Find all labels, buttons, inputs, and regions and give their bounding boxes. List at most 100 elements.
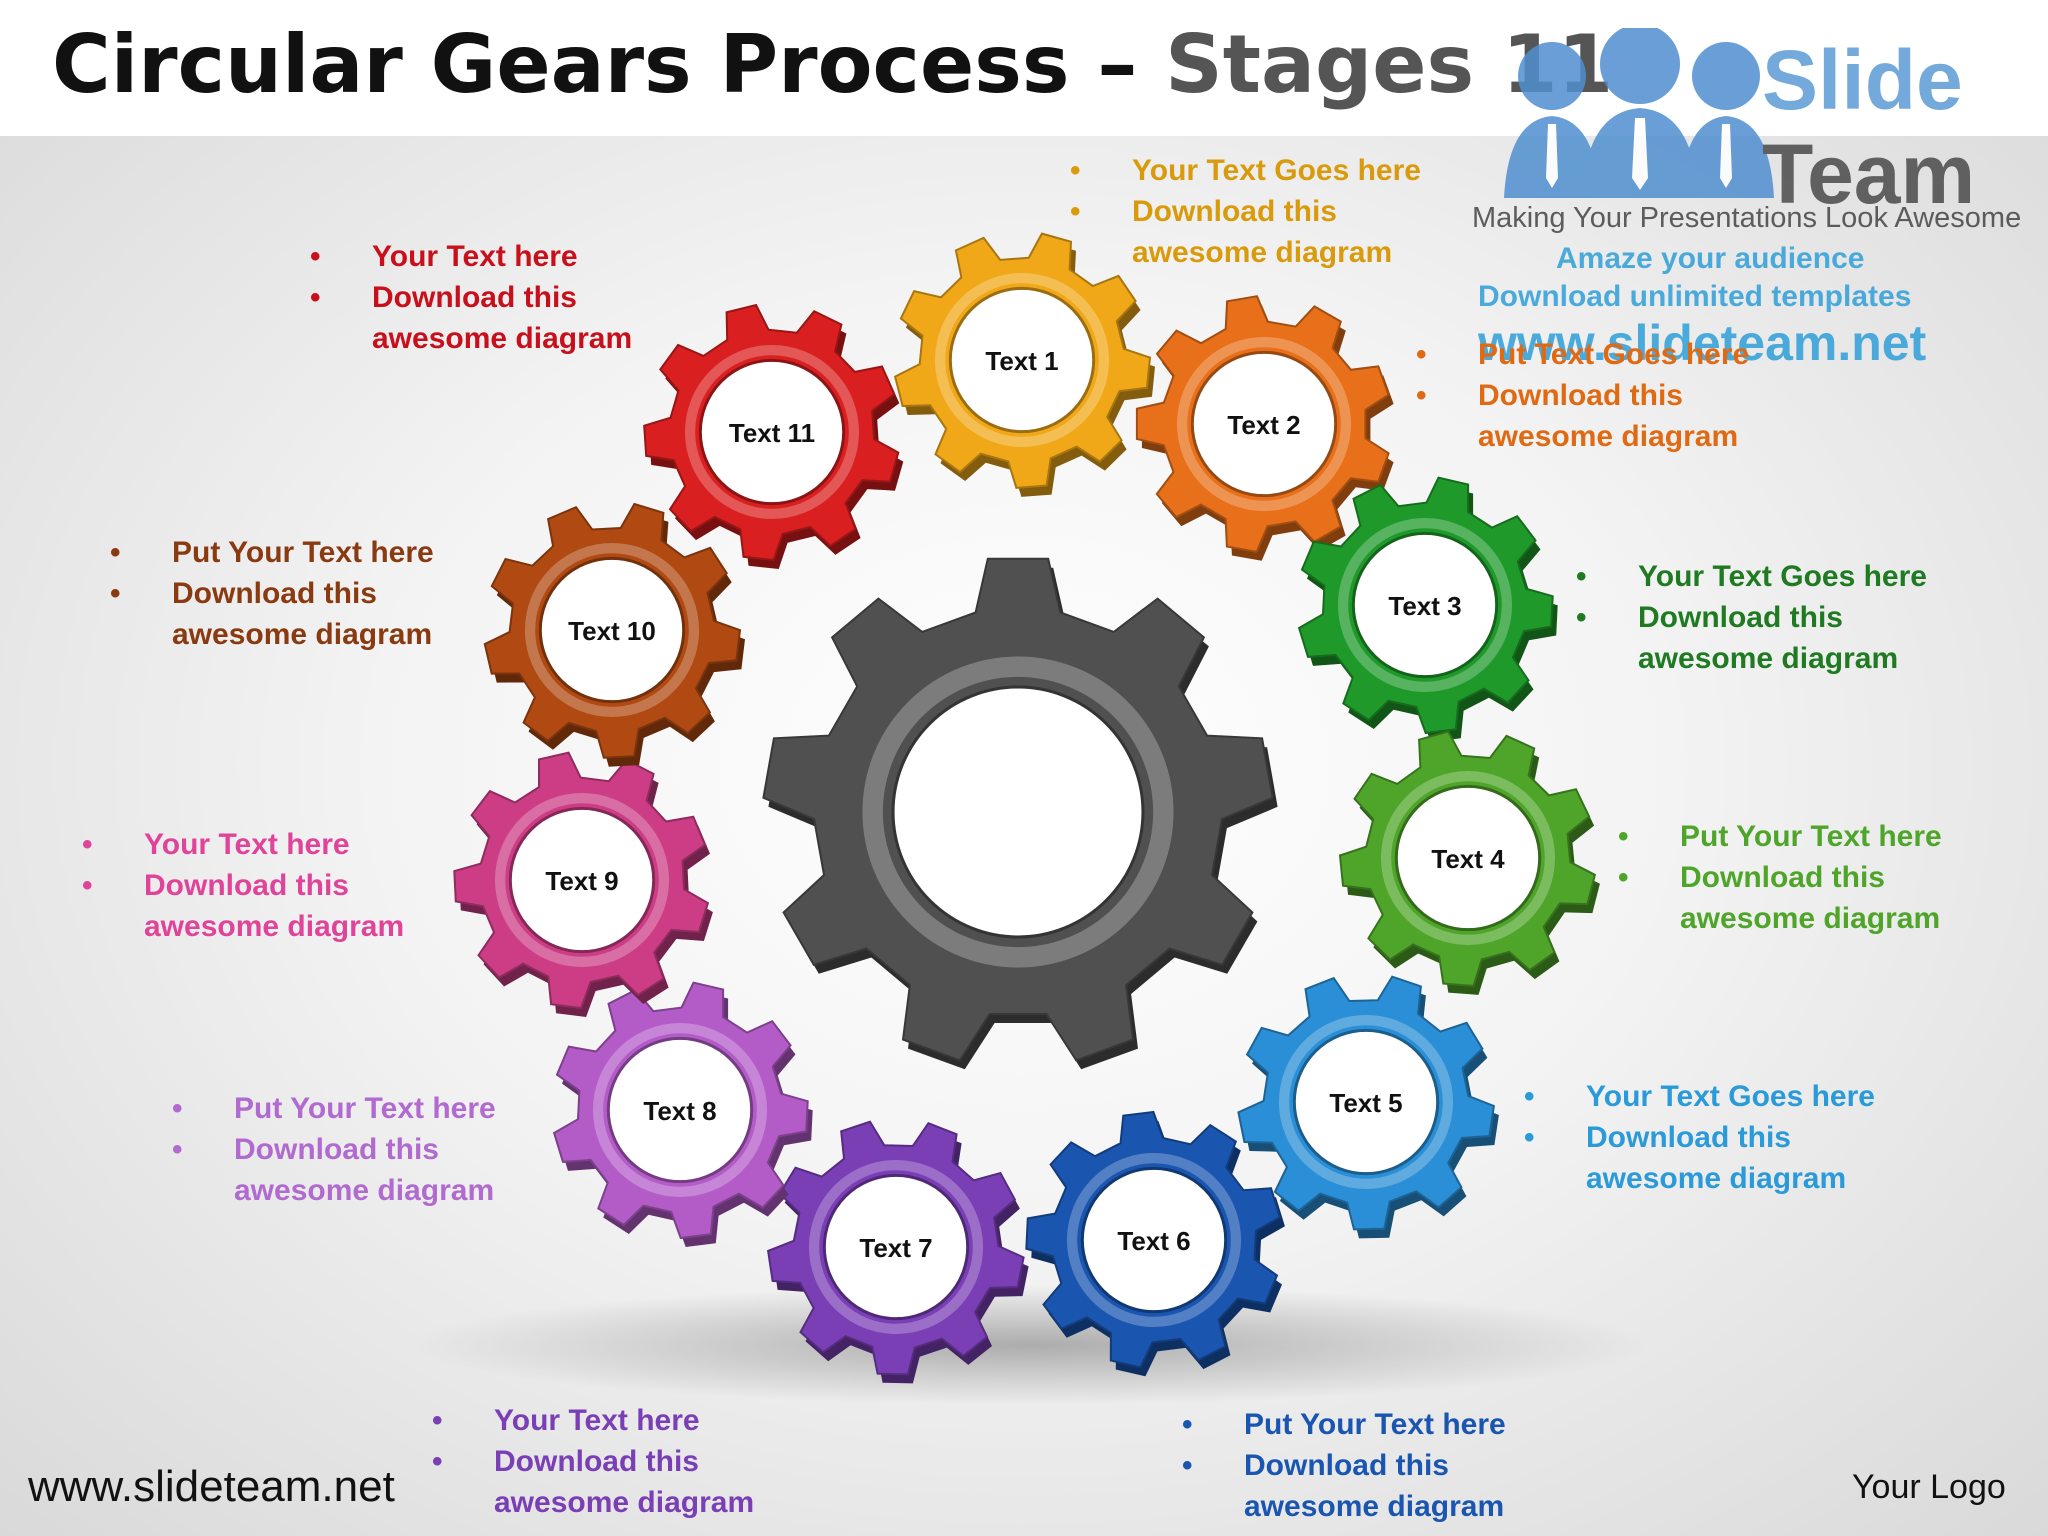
callout-stage-4: • Put Your Text here • Download this awesome… (1618, 816, 1942, 939)
gear-stage-9-hole (508, 806, 656, 954)
gear-stage-1: Text 1 (893, 232, 1155, 497)
callout-text: Download this (234, 1133, 439, 1166)
callout-line-3: awesome diagram (172, 1170, 496, 1211)
callout-text: Download this (1638, 601, 1843, 634)
gear-stage-8-rim (592, 1022, 768, 1198)
brand-line-download: Download unlimited templates (1478, 280, 1912, 313)
callout-line-2: •Download this (1182, 1445, 1506, 1486)
bullet-icon: • (1524, 1080, 1535, 1113)
callout-line-1: • Put Your Text here (110, 532, 434, 573)
callout-text: awesome diagram (372, 322, 633, 355)
bullet-icon: • (310, 240, 321, 273)
people-logo-icon (1504, 28, 1774, 198)
callout-line-3: awesome diagram (1416, 416, 1749, 457)
gear-stage-4: Text 4 (1338, 730, 1600, 995)
gear-stage-3-rim (1337, 517, 1513, 693)
gear-stage-8-label: Text 8 (643, 1096, 716, 1126)
callout-line-1: •Your Text here (432, 1400, 754, 1441)
callout-line-3: awesome diagram (110, 614, 434, 655)
brand-watermark: Slide Team Making Your Presentations Loo… (1470, 22, 2030, 371)
callout-line-3: awesome diagram (432, 1482, 754, 1523)
bullet-icon: • (1416, 338, 1427, 371)
callout-text: Put Your Text here (172, 536, 434, 569)
callout-line-2: • Download this (1618, 857, 1942, 898)
bullet-icon: • (1182, 1449, 1193, 1482)
gear-stage-11-rim (684, 344, 860, 520)
callout-line-3: awesome diagram (1182, 1486, 1506, 1527)
bullet-icon: • (110, 577, 121, 610)
callout-text: Put Text Goes here (1478, 338, 1750, 371)
callout-line-2: •Download this (432, 1441, 754, 1482)
gear-stage-2-label: Text 2 (1227, 410, 1300, 440)
gear-stage-7-label: Text 7 (859, 1233, 932, 1263)
gear-stage-9-label: Text 9 (545, 866, 618, 896)
callout-text: Your Text here (372, 240, 578, 273)
gear-stage-5-label: Text 5 (1329, 1088, 1402, 1118)
gear-stage-6-label: Text 6 (1117, 1226, 1190, 1256)
callout-text: awesome diagram (1478, 420, 1739, 453)
gear-stage-2: Text 2 (1135, 295, 1394, 561)
callout-text: awesome diagram (1680, 902, 1941, 935)
callout-line-2: •Download this (82, 865, 404, 906)
callout-text: Download this (494, 1445, 699, 1478)
footer-url[interactable]: www.slideteam.net (28, 1462, 395, 1511)
bullet-icon: • (1618, 861, 1629, 894)
bullet-icon: • (172, 1133, 183, 1166)
bullet-icon: • (1070, 195, 1081, 228)
callout-text: awesome diagram (1586, 1162, 1847, 1195)
bullet-icon: • (1524, 1121, 1535, 1154)
brand-line-amaze: Amaze your audience (1556, 242, 1865, 275)
callout-line-3: awesome diagram (1618, 898, 1942, 939)
gear-stage-7: Text 7 (766, 1120, 1029, 1384)
gear-stage-2-hole (1190, 350, 1338, 498)
callout-line-1: • Your Text Goes here (1524, 1076, 1875, 1117)
callout-text: Download this (172, 577, 377, 610)
brand-word-slide: Slide (1762, 33, 1963, 127)
callout-text: awesome diagram (144, 910, 405, 943)
callout-line-2: • Download this (172, 1129, 496, 1170)
callout-text: Put Your Text here (1680, 820, 1942, 853)
bullet-icon: • (310, 281, 321, 314)
callout-stage-2: • Put Text Goes here •Download this awesome… (1416, 334, 1749, 457)
gear-stage-8-hole (606, 1036, 754, 1184)
callout-line-3: awesome diagram (1524, 1158, 1875, 1199)
callout-text: awesome diagram (1638, 642, 1899, 675)
gear-stage-6-hole (1080, 1166, 1228, 1314)
bullet-icon: • (1576, 601, 1587, 634)
brand-word-team: Team (1762, 127, 1976, 221)
callout-line-3: awesome diagram (82, 906, 404, 947)
bullet-icon: • (432, 1404, 443, 1437)
callout-line-1: •Put Your Text here (1182, 1404, 1506, 1445)
gear-stage-3: Text 3 (1297, 476, 1558, 742)
callout-line-1: •Your Text Goes here (1070, 150, 1421, 191)
gear-stage-3-hole (1351, 531, 1499, 679)
callout-line-1: • Put Text Goes here (1416, 334, 1749, 375)
gear-stage-8: Text 8 (552, 981, 813, 1247)
bullet-icon: • (110, 536, 121, 569)
gear-stage-7-hole (822, 1173, 970, 1321)
callout-line-1: • Put Your Text here (1618, 816, 1942, 857)
callout-text: Your Text Goes here (1132, 154, 1421, 187)
gear-stage-10-label: Text 10 (568, 616, 656, 646)
callout-text: Your Text Goes here (1586, 1080, 1875, 1113)
gear-stage-1-rim (934, 272, 1110, 448)
center-gear-rim (862, 656, 1174, 968)
callout-text: Put Your Text here (234, 1092, 496, 1125)
center-gear-hole (891, 685, 1145, 939)
gear-stage-5: Text 5 (1237, 975, 1499, 1239)
callout-text: Download this (1680, 861, 1885, 894)
callout-line-2: •Download this (1416, 375, 1749, 416)
callout-line-2: •Download this (1070, 191, 1421, 232)
brand-url[interactable]: www.slideteam.net (1478, 315, 1927, 371)
bullet-icon: • (1618, 820, 1629, 853)
title-main: Circular Gears Process – (52, 18, 1138, 111)
gear-stage-5-rim (1278, 1014, 1454, 1190)
callout-text: awesome diagram (172, 618, 433, 651)
